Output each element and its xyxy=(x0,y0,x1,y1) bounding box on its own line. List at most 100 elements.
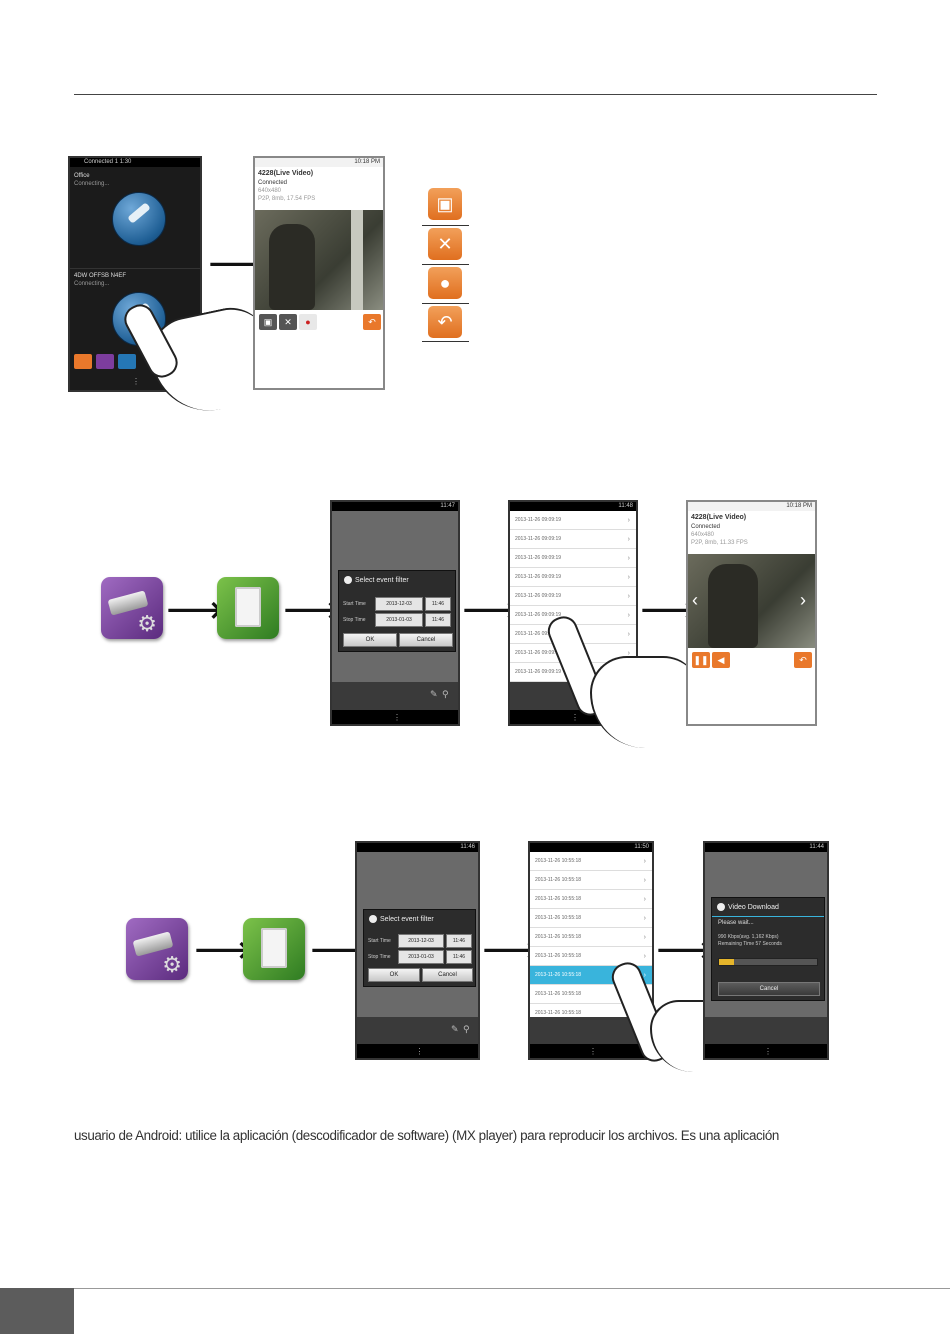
resolution: 640x480 xyxy=(691,532,715,538)
start-date-field[interactable]: 2013-12-03 xyxy=(375,597,423,611)
nav-bar: ⋮ xyxy=(332,710,458,724)
cancel-button[interactable]: Cancel xyxy=(718,982,820,996)
back-button[interactable]: ↶ xyxy=(363,314,381,330)
dialog-divider xyxy=(712,916,824,917)
list-item[interactable]: 2013-11-26 10:55:18› xyxy=(530,852,652,871)
connection-status: Connected xyxy=(691,524,721,530)
event-list-app-icon[interactable] xyxy=(217,577,279,639)
status-bar: Connected 1 1:30 xyxy=(70,158,200,167)
next-chevron-icon[interactable]: › xyxy=(800,590,806,610)
camera-1-globe-icon[interactable] xyxy=(112,192,166,246)
event-filter-dialog: Select event filter Start Time 2013-12-0… xyxy=(363,909,476,987)
overflow-menu-icon[interactable]: ⋮ xyxy=(589,1047,597,1056)
bottom-rule xyxy=(0,1288,950,1289)
intruder-figure xyxy=(269,224,315,310)
camera-settings-app-icon[interactable] xyxy=(101,577,163,639)
list-item[interactable]: 2013-11-26 09:09:19› xyxy=(510,530,636,549)
edit-icon[interactable]: ✎ xyxy=(430,690,438,700)
playback-phone: 10:18 PM 4228(Live Video) Connected 640x… xyxy=(686,500,817,726)
download-progress-bar xyxy=(718,958,818,966)
list-item[interactable]: 2013-11-26 09:09:19› xyxy=(510,511,636,530)
list-item[interactable]: 2013-11-26 10:55:18› xyxy=(530,871,652,890)
start-date-field[interactable]: 2013-12-03 xyxy=(398,934,444,948)
ok-button[interactable]: OK xyxy=(368,968,420,982)
legend-divider xyxy=(422,341,469,342)
camera-name-2: 4DW OFFSB N4EF xyxy=(74,273,127,279)
list-item[interactable]: 2013-11-26 10:55:18› xyxy=(530,928,652,947)
mute-button[interactable]: ◀ xyxy=(712,652,730,668)
cancel-button[interactable]: Cancel xyxy=(399,633,453,647)
video-title: 4228(Live Video) xyxy=(691,514,747,521)
instruction-text: usuario de Android: utilice la aplicació… xyxy=(74,1128,779,1143)
intruder-figure xyxy=(708,564,758,648)
overflow-menu-icon[interactable]: ⋮ xyxy=(132,377,140,386)
mute-button[interactable]: ✕ xyxy=(279,314,297,330)
cancel-button[interactable]: Cancel xyxy=(422,968,473,982)
start-time-field[interactable]: 11:46 xyxy=(425,597,451,611)
toolbar-refresh-icon[interactable] xyxy=(118,354,136,369)
mute-icon: ✕ xyxy=(428,228,462,260)
search-icon[interactable]: ⚲ xyxy=(463,1025,470,1035)
download-speed: 990 Kbps(avg. 1,162 Kbps) xyxy=(718,934,779,940)
event-filter-phone: 11:47 Select event filter Start Time 201… xyxy=(330,500,460,726)
flow-arrow: ⟶ xyxy=(166,587,224,633)
back-button[interactable]: ↶ xyxy=(794,652,812,668)
list-item[interactable]: 2013-11-26 10:55:18› xyxy=(530,909,652,928)
stop-time-field[interactable]: 11:46 xyxy=(425,613,451,627)
event-list-app-icon[interactable] xyxy=(243,918,305,980)
overflow-menu-icon[interactable]: ⋮ xyxy=(764,1047,772,1056)
toolbar-add-icon[interactable] xyxy=(74,354,92,369)
list-item[interactable]: 2013-11-26 09:09:19› xyxy=(510,587,636,606)
nav-bar: ⋮ xyxy=(357,1044,478,1058)
stream-info: P2P, 8mb, 11.33 FPS xyxy=(691,540,748,546)
nav-bar: ⋮ xyxy=(705,1044,827,1058)
toolbar-settings-icon[interactable] xyxy=(96,354,114,369)
list-item[interactable]: 2013-11-26 09:09:19› xyxy=(510,549,636,568)
status-bar: 11:50 xyxy=(530,843,652,852)
stop-date-field[interactable]: 2013-01-03 xyxy=(398,950,444,964)
door-frame xyxy=(351,210,363,310)
flow-arrow: ⟶ xyxy=(194,927,252,973)
camera-icon: ▣ xyxy=(428,188,462,220)
stop-time-label: Stop Time xyxy=(343,617,366,623)
camera-settings-app-icon[interactable] xyxy=(126,918,188,980)
live-video-frame xyxy=(255,210,383,310)
stop-date-field[interactable]: 2013-01-03 xyxy=(375,613,423,627)
camera-name-1: Office xyxy=(74,173,90,179)
start-time-label: Start Time xyxy=(343,601,366,607)
playback-video-frame: ‹ › xyxy=(688,554,815,648)
record-button[interactable]: ● xyxy=(299,314,317,330)
nav-bar: ⋮ xyxy=(530,1044,652,1058)
record-icon: ● xyxy=(428,267,462,299)
list-item[interactable]: 2013-11-26 10:55:18› xyxy=(530,890,652,909)
edit-icon[interactable]: ✎ xyxy=(451,1025,459,1035)
prev-chevron-icon[interactable]: ‹ xyxy=(692,590,698,610)
overflow-menu-icon[interactable]: ⋮ xyxy=(415,1047,424,1056)
event-filter-phone: 11:46 Select event filter Start Time 201… xyxy=(355,841,480,1060)
ok-button[interactable]: OK xyxy=(343,633,397,647)
connection-status: Connected xyxy=(258,180,288,186)
divider xyxy=(70,268,200,269)
status-bar: 11:47 xyxy=(332,502,458,511)
top-rule xyxy=(74,94,877,95)
video-download-dialog: Video Download Please wait... 990 Kbps(a… xyxy=(711,897,825,1001)
overflow-menu-icon[interactable]: ⋮ xyxy=(571,713,579,722)
dialog-title: Select event filter xyxy=(380,916,434,923)
bottom-toolbar xyxy=(357,1017,478,1044)
start-time-field[interactable]: 11:46 xyxy=(446,934,472,948)
list-item[interactable]: 2013-11-26 09:09:19› xyxy=(510,568,636,587)
search-icon[interactable]: ⚲ xyxy=(442,690,449,700)
info-icon xyxy=(369,915,377,923)
overflow-menu-icon[interactable]: ⋮ xyxy=(393,713,401,722)
stop-time-field[interactable]: 11:46 xyxy=(446,950,472,964)
live-video-phone: 10:18 PM 4228(Live Video) Connected 640x… xyxy=(253,156,385,390)
dialog-title: Video Download xyxy=(728,904,779,911)
info-icon xyxy=(717,903,725,911)
snapshot-button[interactable]: ▣ xyxy=(259,314,277,330)
pause-button[interactable]: ❚❚ xyxy=(692,652,710,668)
download-progress-fill xyxy=(719,959,734,965)
dialog-title: Select event filter xyxy=(355,577,409,584)
list-item[interactable]: 2013-11-26 10:55:18› xyxy=(530,947,652,966)
info-icon xyxy=(344,576,352,584)
status-bar: 11:48 xyxy=(510,502,636,511)
